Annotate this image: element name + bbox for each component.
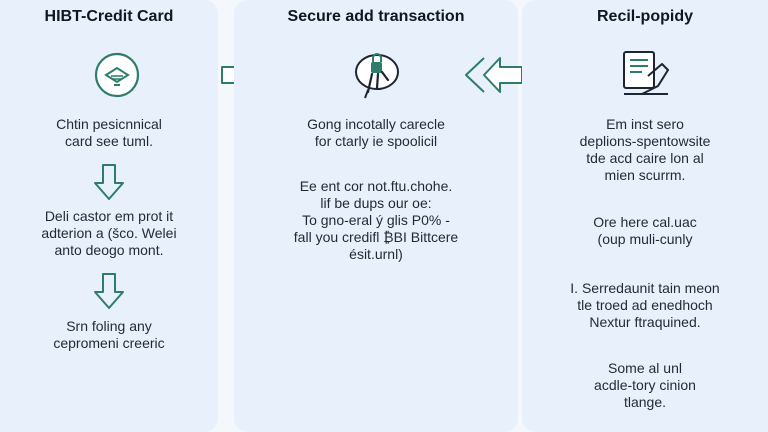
text-line: tde acd caire lon al	[586, 150, 704, 166]
left-arrow-icon	[465, 57, 523, 93]
text-line: for ctarly ie spoolicil	[314, 133, 438, 149]
text-line: Nextur ftraquined.	[589, 314, 701, 330]
text-line: card see tuml.	[65, 133, 153, 149]
text-line: To gno-eral ý glis P0% -	[302, 212, 450, 228]
down-arrow-icon	[94, 273, 124, 309]
text-line: Ee ent cor not.ftu.chohe.	[299, 178, 453, 194]
card-circle-icon	[94, 52, 140, 98]
text-line: Deli castor em prot it	[44, 208, 174, 224]
text-block: Some al unl acdle-tory cinion tlange.	[522, 360, 768, 411]
text-block: Ore here cal.uac (oup muli-cunly	[522, 214, 768, 248]
text-line: Gong incotally carecle	[307, 116, 445, 132]
text-block: Deli castor em prot it adterion a (šco. …	[0, 208, 218, 259]
text-line: adterion a (šco. Welei	[41, 225, 177, 241]
column-title: HIBT-Credit Card	[44, 8, 174, 25]
column-title: Secure add transaction	[287, 8, 465, 25]
text-block: I. Serredaunit tain meon tle troed ad en…	[522, 280, 768, 331]
text-line: deplions-spentowsite	[579, 133, 711, 149]
text-line: fall you credifl ₿BI Bittcere	[293, 229, 459, 245]
text-line: Srn foling any	[66, 318, 152, 334]
text-line: (oup muli-cunly	[597, 231, 693, 247]
text-line: acdle-tory cinion	[594, 377, 696, 393]
text-line: Some al unl	[608, 360, 682, 376]
text-block: Srn foling any cepromeni creeric	[0, 318, 218, 352]
text-block: Gong incotally carecle for ctarly ie spo…	[234, 116, 518, 150]
text-line: Ore here cal.uac	[593, 214, 697, 230]
text-line: ésit.urnl)	[349, 246, 403, 262]
column-secure-transaction: Secure add transaction Gong incotally ca…	[234, 0, 518, 432]
secure-hand-icon	[355, 53, 399, 99]
column-receipt: Recil-popidy Em inst sero deplions-spent…	[522, 0, 768, 432]
column-credit-card: HIBT-Credit Card Chtin pesicnnical card …	[0, 0, 218, 432]
text-line: mien scurrm.	[604, 167, 686, 183]
text-line: Chtin pesicnnical	[56, 116, 162, 132]
text-block: Chtin pesicnnical card see tuml.	[0, 116, 218, 150]
text-line: lif be dups our oe:	[320, 195, 432, 211]
text-line: Em inst sero	[606, 116, 684, 132]
text-block: Em inst sero deplions-spentowsite tde ac…	[522, 116, 768, 184]
column-title: Recil-popidy	[596, 8, 693, 25]
text-line: tlange.	[623, 394, 667, 410]
receipt-icon	[623, 51, 669, 95]
text-line: I. Serredaunit tain meon	[570, 280, 720, 296]
text-line: cepromeni creeric	[53, 335, 165, 351]
down-arrow-icon	[94, 164, 124, 200]
text-line: tle troed ad enedhoch	[577, 297, 713, 313]
text-block: Ee ent cor not.ftu.chohe. lif be dups ou…	[234, 178, 518, 263]
text-line: anto deogo mont.	[54, 242, 164, 258]
